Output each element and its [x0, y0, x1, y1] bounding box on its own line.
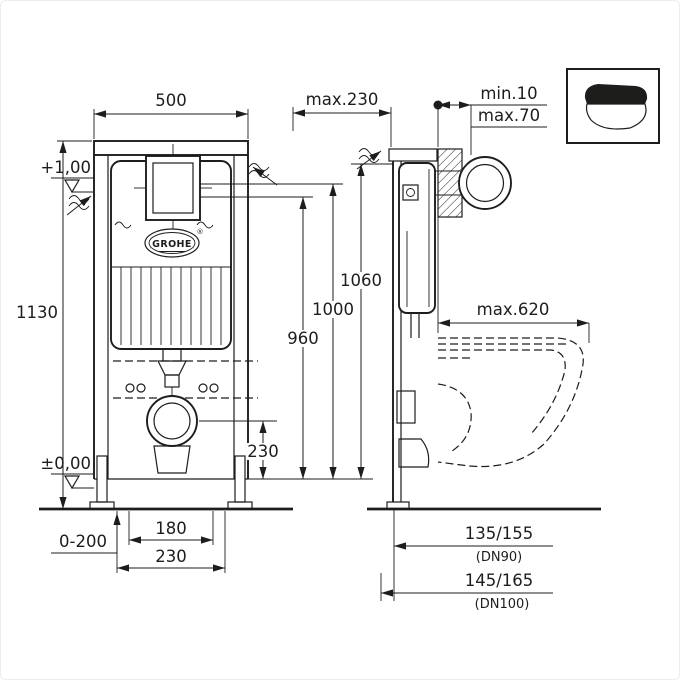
grohe-logo: GROHE ®: [144, 228, 204, 258]
drain-dn100-label: 145/165: [465, 571, 534, 590]
water-level-icon: [196, 221, 214, 229]
level-top-label: +1,00: [40, 158, 91, 177]
dimension-960: 960: [284, 197, 322, 479]
registered-mark: ®: [197, 228, 204, 236]
toilet-bowl-outline: [437, 337, 584, 468]
level-mark-top: +1,00: [40, 158, 94, 194]
dim-180-label: 180: [155, 519, 187, 538]
foot-adjust-label: 0-200: [59, 532, 107, 551]
product-thumbnail: [566, 68, 660, 144]
wall-min-label: min.10: [480, 84, 537, 103]
cistern-side: [398, 162, 436, 314]
dimension-1130: 1130: [16, 140, 92, 509]
drain-elbow: [153, 445, 191, 474]
front-frame: [93, 140, 249, 480]
wall-hung-toilet-icon: [584, 84, 648, 130]
water-level-icon: [114, 221, 132, 229]
dimension-1060: 1060: [338, 164, 384, 479]
wall-break-symbol-front-right: [248, 163, 278, 186]
dimension-180: 180: [128, 511, 214, 545]
dim-1130-label: 1130: [16, 303, 58, 322]
drain-dn90-size-label: (DN90): [476, 550, 522, 565]
dim-max620-label: max.620: [477, 300, 550, 319]
dimension-drain-dn90: 135/155 (DN90): [393, 509, 553, 601]
lower-bracket: [396, 390, 416, 424]
wall-break-symbol-side: [356, 148, 382, 170]
drain-dn100-size-label: (DN100): [475, 597, 530, 612]
bolt-icon: [402, 184, 419, 201]
front-view: GROHE ®: [89, 140, 258, 510]
dim-1060-label: 1060: [340, 271, 382, 290]
dim-230-bottom-label: 230: [155, 547, 187, 566]
level-triangle-icon: [63, 179, 81, 194]
flush-pipe-side: [410, 313, 420, 338]
dim-max230-label: max.230: [306, 90, 379, 109]
flush-bend: [157, 349, 187, 396]
push-plate: [458, 156, 512, 210]
dim-230-outlet-label: 230: [247, 442, 279, 461]
wall-bracket: [388, 148, 438, 162]
drain-dn90-label: 135/155: [465, 524, 534, 543]
wall-max-label: max.70: [478, 106, 540, 125]
dimension-wall-thickness: min.10 max.70: [433, 84, 547, 155]
dimension-drain-dn100: 145/165 (DN100): [380, 571, 553, 612]
height-dimensions: 230 960 1000 1060: [199, 163, 393, 480]
foot-plate-side: [386, 501, 410, 510]
dim-1000-label: 1000: [312, 300, 354, 319]
level-zero-label: ±0,00: [40, 454, 91, 473]
dimension-230-outlet: 230: [247, 421, 280, 479]
side-view: [386, 148, 584, 510]
dimension-max230: max.230: [292, 90, 392, 147]
dimension-foot-adjust: 0-200: [51, 513, 121, 554]
dimension-230-bottom: 230: [116, 511, 226, 573]
grohe-logo-text: GROHE: [152, 239, 192, 250]
level-triangle-icon: [63, 475, 81, 490]
drain-elbow-side: [398, 438, 430, 468]
dim-960-label: 960: [287, 329, 319, 348]
dim-500-label: 500: [155, 91, 187, 110]
flush-plate-shaft: [134, 144, 212, 230]
mounting-feet: [89, 455, 253, 510]
dimension-max620: max.620: [437, 217, 590, 343]
dimension-1000: 1000: [310, 184, 356, 479]
wall-break-symbol-front-left: [66, 195, 92, 216]
level-mark-zero: ±0,00: [40, 454, 94, 490]
outlet-circle: [146, 395, 198, 447]
mounting-bracket-lines: [113, 360, 258, 399]
dimension-500: 500: [93, 91, 249, 139]
